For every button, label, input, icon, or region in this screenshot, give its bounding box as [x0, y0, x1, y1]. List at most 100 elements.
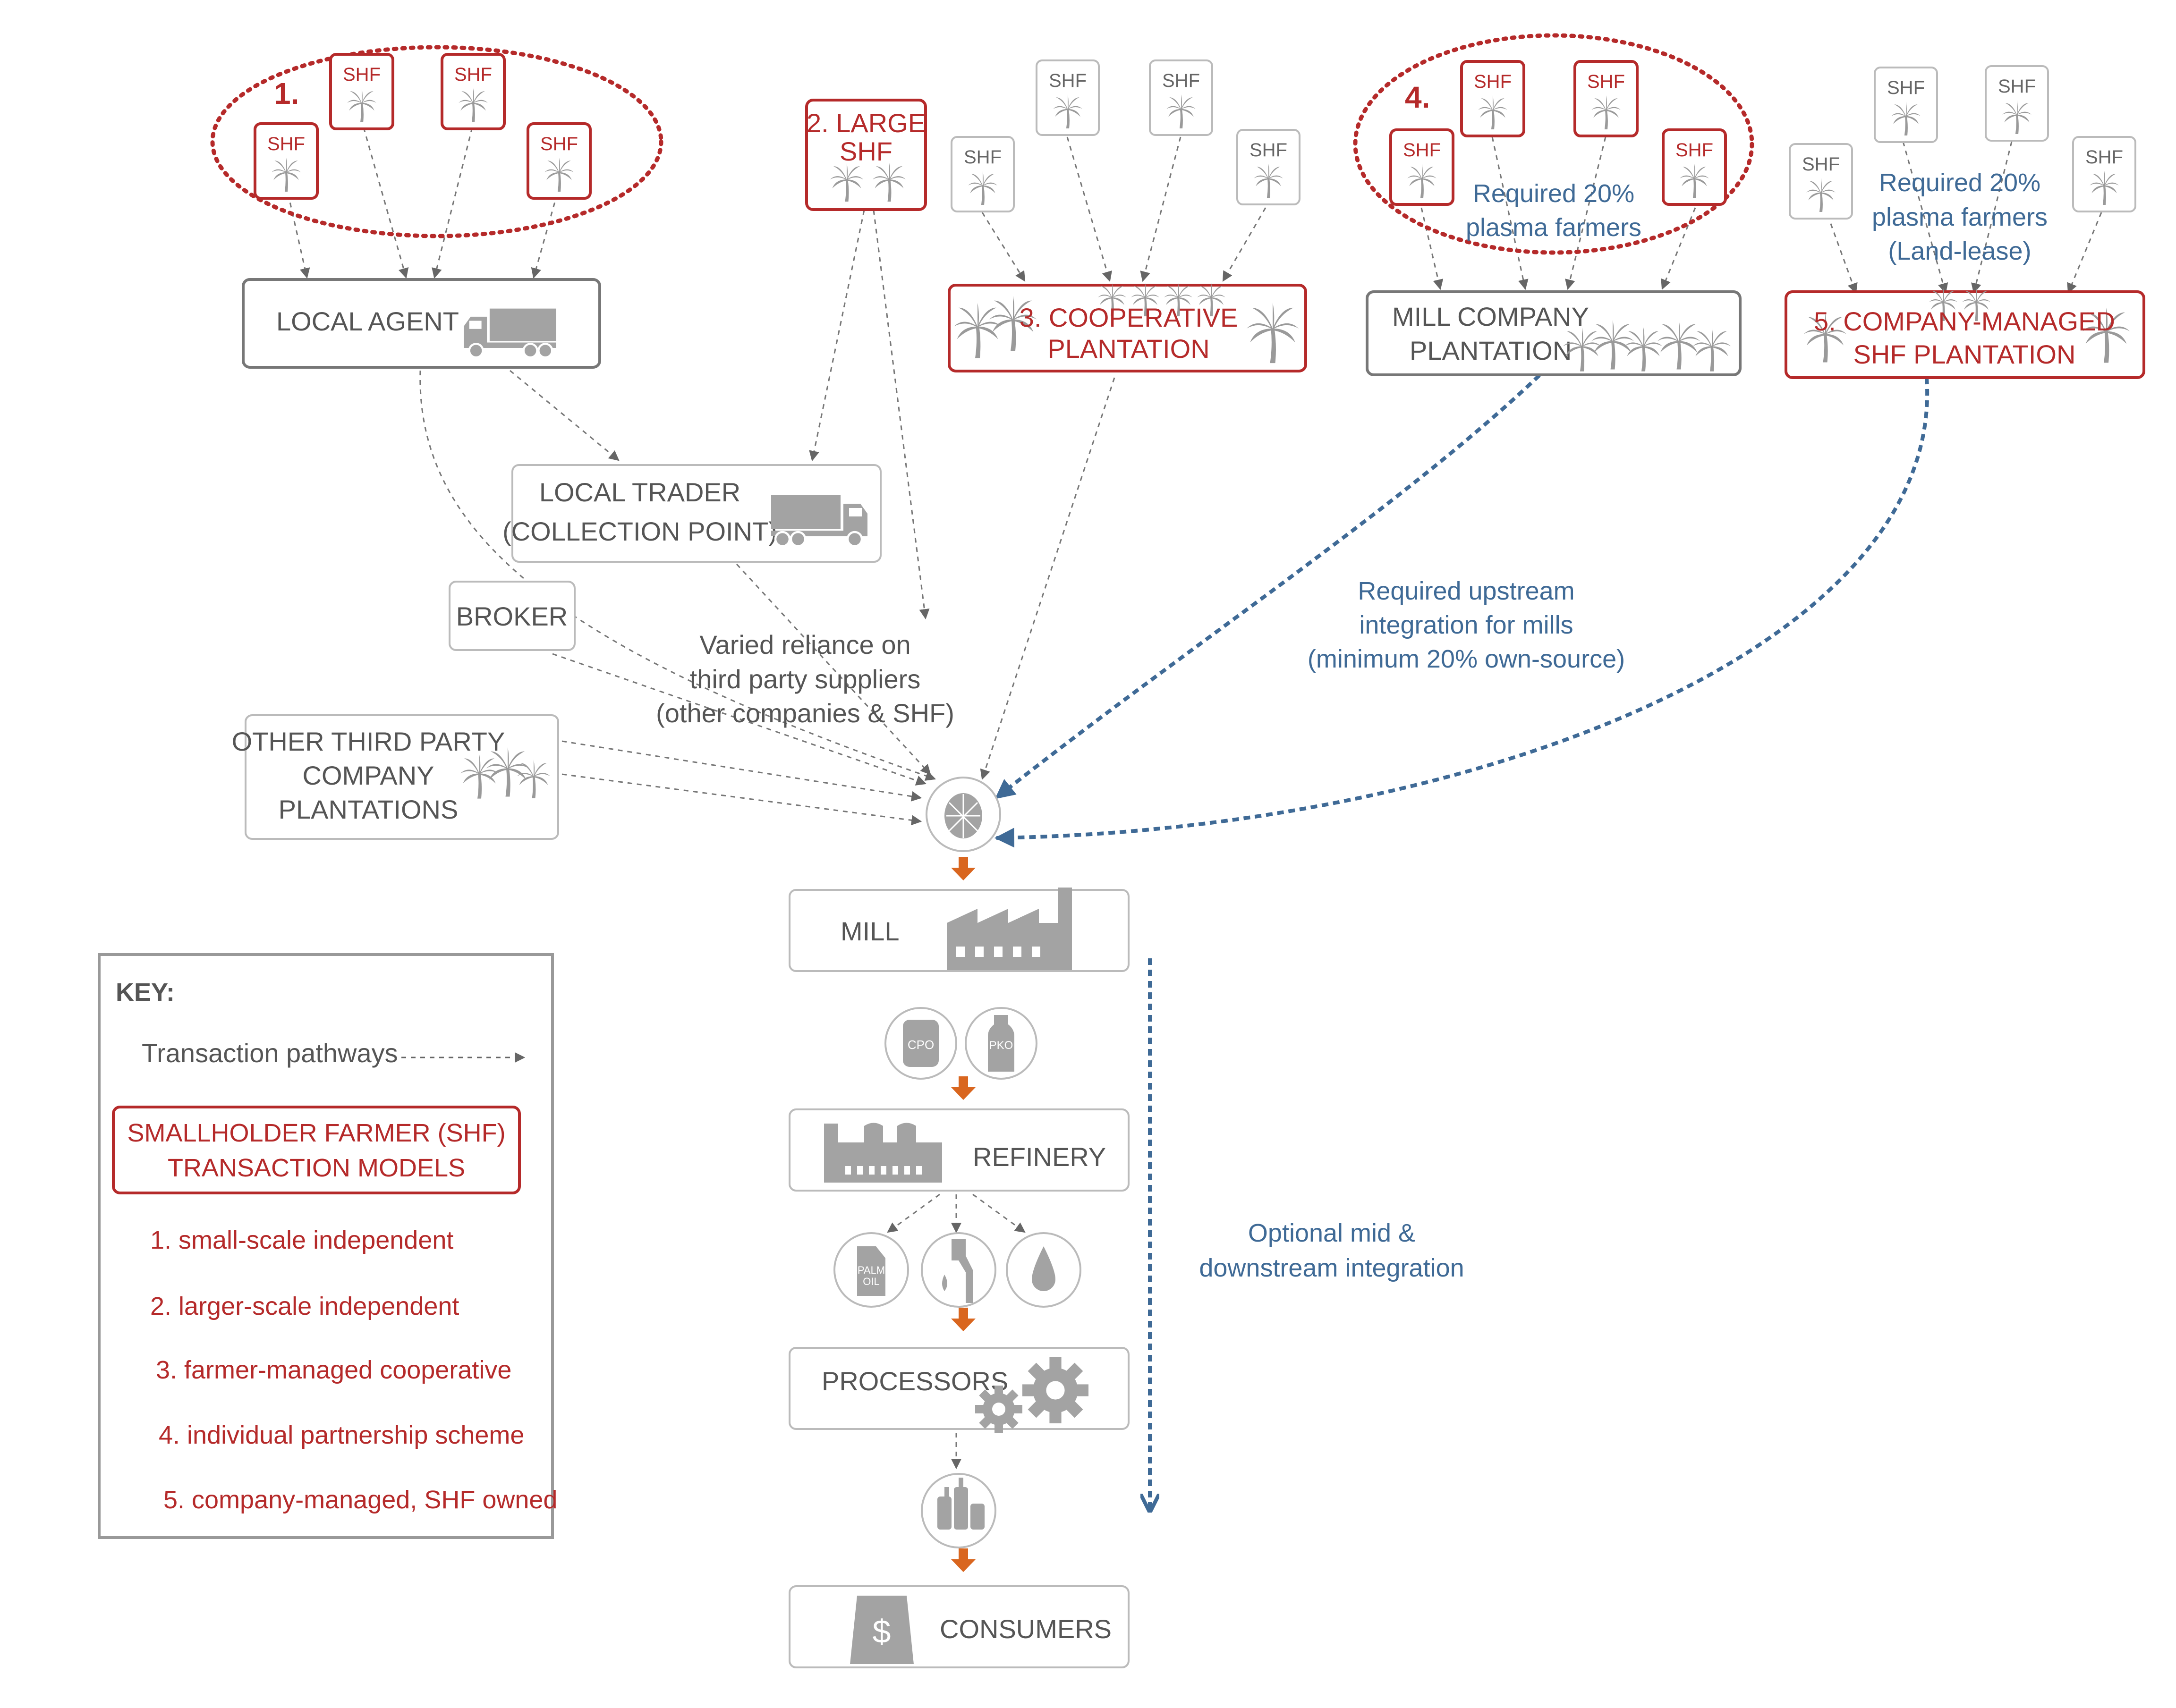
shf-label: SHF [1998, 76, 2036, 97]
shf-label: SHF [1587, 71, 1625, 92]
legend-pathways-label: Transaction pathways [142, 1038, 398, 1068]
model3-shf-node: SHF [1149, 59, 1213, 136]
mill-node: MILL [789, 888, 1130, 972]
edge-shf-to-mill-company [1661, 207, 1696, 290]
pko-node: PKO [965, 1007, 1037, 1080]
upstream-integration-arrow [994, 374, 1541, 800]
upstream-line1: Required upstream [1358, 577, 1574, 605]
company-managed-plantation-node: 5. COMPANY-MANAGED SHF PLANTATION [1785, 288, 2145, 379]
company-managed-line1: 5. COMPANY-MANAGED [1814, 306, 2115, 336]
model2-line2: SHF [840, 136, 892, 166]
model4-shf-node: SHF [1662, 128, 1727, 206]
company-managed-integration-arrow [994, 377, 1930, 848]
edge-shf-to-agent [363, 127, 409, 279]
model1-number: 1. [274, 76, 299, 110]
broker-node: BROKER [449, 581, 576, 651]
midstream-integration-note: Optional mid & downstream integration [1199, 1219, 1464, 1282]
local-agent-label: LOCAL AGENT [276, 306, 459, 336]
cooperative-line2: PLANTATION [1047, 334, 1209, 364]
shf-label: SHF [964, 147, 1002, 168]
edge-refinery-to-product [972, 1193, 1026, 1233]
broker-label: BROKER [456, 601, 568, 631]
local-agent-node: LOCAL AGENT [242, 278, 601, 369]
model5-shf-node: SHF [2072, 136, 2136, 212]
legend-title: KEY: [116, 978, 175, 1006]
legend-item: 2. larger-scale independent [150, 1292, 459, 1320]
factory-icon [947, 888, 1072, 970]
edge-shf-to-mill-company [1565, 136, 1606, 290]
orange-down-arrow [951, 1076, 976, 1100]
cpo-node: CPO [884, 1007, 957, 1080]
shf-label: SHF [1675, 140, 1713, 161]
edge-shf-to-company-managed [1971, 141, 2013, 294]
legend-models-line2: TRANSACTION MODELS [168, 1154, 465, 1182]
edge-shf-to-mill-company [1420, 207, 1444, 290]
edge-trader-to-collection [736, 563, 931, 775]
model2-line1: 2. LARGE [807, 108, 926, 138]
orange-down-arrow [951, 857, 976, 880]
mill-company-plantation-node: MILL COMPANY PLANTATION [1366, 290, 1742, 376]
cpo-label: CPO [908, 1038, 934, 1052]
edge-shf-to-company-managed [2067, 212, 2102, 294]
mill-company-line1: MILL COMPANY [1392, 302, 1589, 331]
biofuel-node [921, 1232, 996, 1308]
refinery-label: REFINERY [973, 1142, 1106, 1172]
edge-refinery-to-product [887, 1193, 940, 1233]
model1-shf-node: SHF [329, 53, 394, 130]
cooperative-line1: 3. COOPERATIVE [1020, 303, 1238, 332]
edge-shf-to-cooperative [1140, 136, 1182, 282]
model3-shf-node: SHF [1036, 59, 1100, 136]
palm-oil-jug-icon [857, 1246, 885, 1296]
consumer-goods-node [921, 1473, 996, 1548]
legend-item: 1. small-scale independent [150, 1226, 453, 1254]
other-plantations-line2: COMPANY [303, 761, 434, 790]
shf-label: SHF [1802, 154, 1840, 175]
gear-icon [975, 1386, 1022, 1433]
legend-item: 3. farmer-managed cooperative [156, 1356, 511, 1384]
model5-shf-node: SHF [1985, 65, 2049, 142]
palm-oil-node: PALM OIL [833, 1232, 909, 1308]
upstream-integration-note: Required upstream integration for mills … [1308, 577, 1625, 673]
fruit-bunch-node [926, 777, 1001, 852]
fuel-nozzle-icon [952, 1239, 973, 1303]
edge-plantations-to-collection [561, 740, 922, 802]
model4-shf-node: SHF [1460, 60, 1525, 137]
midstream-line1: Optional mid & [1248, 1219, 1415, 1247]
orange-down-arrow [951, 1548, 976, 1572]
chain-arrows [951, 857, 976, 1572]
shopping-bag-icon: $ [850, 1596, 914, 1664]
legend-item: 4. individual partnership scheme [159, 1421, 524, 1449]
orange-down-arrow [951, 1308, 976, 1331]
shf-label: SHF [1887, 77, 1925, 98]
midstream-line2: downstream integration [1199, 1254, 1464, 1282]
other-plantations-node: OTHER THIRD PARTY COMPANY PLANTATIONS [232, 714, 559, 840]
pko-bottle-icon [988, 1015, 1014, 1072]
dollar-sign: $ [873, 1613, 891, 1650]
upstream-line3: (minimum 20% own-source) [1308, 645, 1625, 673]
refinery-icon [824, 1123, 942, 1183]
processing-chain: MILL CPO PKO [789, 857, 1130, 1668]
oil-drop-icon [1032, 1246, 1055, 1291]
model5-note-line3: (Land-lease) [1888, 237, 2031, 265]
edge-cooperative-to-collection [980, 377, 1115, 780]
legend-item: 5. company-managed, SHF owned [163, 1486, 557, 1514]
model5-company-managed-group: SHF SHF SHF SHF Required 20% plasma farm… [1785, 65, 2145, 379]
pko-label: PKO [989, 1039, 1013, 1052]
cooperative-plantation-node: 3. COOPERATIVE PLANTATION [948, 283, 1307, 372]
cpo-barrel-icon [903, 1020, 939, 1067]
shf-label: SHF [540, 134, 578, 154]
varied-reliance-line2: third party suppliers [690, 664, 921, 694]
model3-shf-node: SHF [1236, 129, 1300, 205]
oil-drop-node [1006, 1232, 1081, 1308]
model1-dotted-ellipse [210, 45, 663, 238]
local-trader-line2: (COLLECTION POINT) [502, 516, 777, 546]
model1-shf-node: SHF [254, 122, 319, 200]
local-trader-line1: LOCAL TRADER [539, 477, 740, 507]
shf-label: SHF [1049, 70, 1087, 91]
palm-oil-line2: OIL [863, 1276, 879, 1287]
varied-reliance-line1: Varied reliance on [699, 630, 910, 660]
edge-shf-to-company-managed [1827, 214, 1858, 294]
model3-cooperative-group: SHF SHF SHF SHF 3. COOPERATIVE [948, 59, 1307, 372]
palm-oil-line1: PALM [858, 1264, 885, 1276]
